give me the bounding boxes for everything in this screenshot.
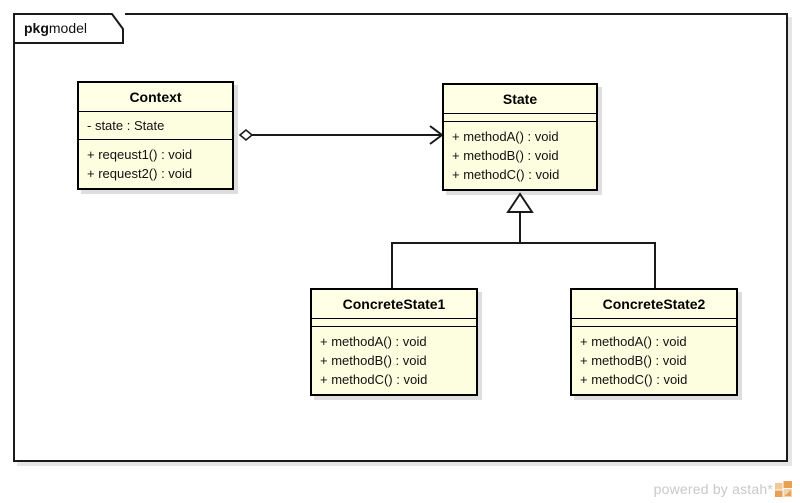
package-stereotype: pkg [24,20,49,36]
class-name-context: Context [79,83,232,112]
watermark: powered by astah* [654,481,792,497]
class-name-concrete-state-2: ConcreteState2 [572,290,736,319]
operation-item: + methodB() : void [580,353,687,368]
operation-item: + methodB() : void [452,148,559,163]
class-box-concrete-state-1[interactable]: ConcreteState1 + methodA() : void + meth… [310,288,478,396]
operation-item: + methodB() : void [320,353,427,368]
operation-item: + methodA() : void [320,334,427,349]
class-operations-context: + reqeust1() : void + request2() : void [79,140,232,188]
package-tab-shape [13,13,124,44]
package-tab-label: pkgmodel [24,20,87,36]
class-attributes-concrete-state-1 [312,319,476,327]
operation-item: + methodC() : void [580,372,688,387]
class-box-state[interactable]: State + methodA() : void + methodB() : v… [442,83,598,191]
operation-item: + methodC() : void [452,167,560,182]
class-box-concrete-state-2[interactable]: ConcreteState2 + methodA() : void + meth… [570,288,738,396]
watermark-text: powered by astah* [653,481,773,497]
class-box-context[interactable]: Context - state : State + reqeust1() : v… [77,81,234,190]
operation-item: + methodA() : void [452,129,559,144]
package-name: model [48,20,88,36]
class-operations-state: + methodA() : void + methodB() : void + … [444,122,596,189]
class-operations-concrete-state-1: + methodA() : void + methodB() : void + … [312,327,476,394]
package-tab [13,13,125,44]
class-attributes-context: - state : State [79,112,232,140]
class-attributes-state [444,114,596,122]
class-operations-concrete-state-2: + methodA() : void + methodB() : void + … [572,327,736,394]
attribute-item: - state : State [87,118,165,133]
operation-item: + request2() : void [87,166,193,181]
class-attributes-concrete-state-2 [572,319,736,327]
operation-item: + reqeust1() : void [87,147,193,162]
class-name-concrete-state-1: ConcreteState1 [312,290,476,319]
astah-logo-icon [775,481,792,497]
operation-item: + methodC() : void [320,372,428,387]
operation-item: + methodA() : void [580,334,687,349]
class-name-state: State [444,85,596,114]
